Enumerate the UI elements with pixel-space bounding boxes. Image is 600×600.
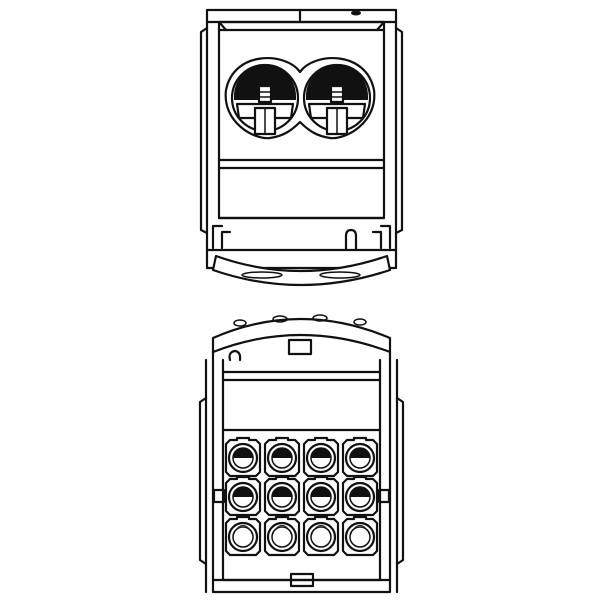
bottom-left-flange	[198, 396, 208, 566]
top-left-chamfer	[217, 20, 228, 32]
top-corner-hole	[351, 10, 361, 16]
right-latch-outer	[379, 224, 392, 250]
top-right-flange	[394, 26, 404, 235]
top-left-flange	[199, 26, 209, 235]
input-terminal	[263, 475, 301, 517]
bottom-lip-hole-1	[233, 319, 247, 327]
input-terminal	[302, 515, 340, 557]
top-cover-lip	[211, 254, 392, 287]
top-slot-notch	[344, 228, 358, 252]
terminal-shadow	[350, 448, 370, 458]
bottom-right-flange	[395, 396, 405, 566]
lip-hole-right	[319, 271, 361, 279]
right-latch	[371, 230, 383, 250]
input-terminal	[263, 515, 301, 557]
lip-hole-left	[241, 271, 283, 279]
terminal-shadow	[311, 487, 331, 497]
bottom-left-clip	[212, 488, 226, 504]
terminal-shadow	[233, 448, 253, 458]
bottom-lip-hole-4	[353, 318, 367, 326]
bottom-left-notch	[228, 349, 242, 362]
screw-head-left	[257, 84, 273, 104]
terminal-inner-ring	[271, 526, 293, 548]
input-terminal	[341, 515, 379, 557]
input-terminal	[224, 515, 262, 557]
output-terminal-left	[230, 63, 300, 136]
bottom-center-tab	[287, 338, 313, 356]
terminal-inner-ring	[349, 526, 371, 548]
input-terminal	[302, 436, 340, 478]
terminal-bore-shadow-right	[306, 65, 368, 100]
left-latch-outer	[211, 224, 224, 250]
bottom-lip-hole-3	[312, 314, 328, 322]
terminal-shadow	[311, 448, 331, 458]
bottom-right-clip	[377, 488, 391, 504]
terminal-inner-ring	[232, 526, 254, 548]
input-terminal	[224, 475, 262, 517]
bottom-base-tab	[289, 572, 315, 588]
top-housing-outline	[205, 8, 398, 270]
terminal-shadow	[233, 487, 253, 497]
input-terminal-grid	[224, 436, 379, 557]
input-terminal	[302, 475, 340, 517]
top-right-chamfer	[375, 20, 386, 32]
terminal-shadow	[272, 487, 292, 497]
terminal-inner-ring	[310, 526, 332, 548]
terminal-shadow	[272, 448, 292, 458]
terminal-bore-shadow-left	[234, 65, 296, 100]
input-terminal	[224, 436, 262, 478]
output-terminal-right	[302, 63, 372, 136]
bottom-housing-outline	[211, 350, 392, 594]
input-terminal	[263, 436, 301, 478]
top-view-output-side	[199, 8, 404, 287]
terminal-shadow	[350, 487, 370, 497]
left-latch	[220, 230, 232, 250]
bottom-view-input-side	[198, 314, 405, 594]
input-terminal	[341, 436, 379, 478]
input-terminal	[341, 475, 379, 517]
bottom-lip-hole-2	[272, 315, 288, 323]
screw-head-right	[329, 84, 345, 104]
